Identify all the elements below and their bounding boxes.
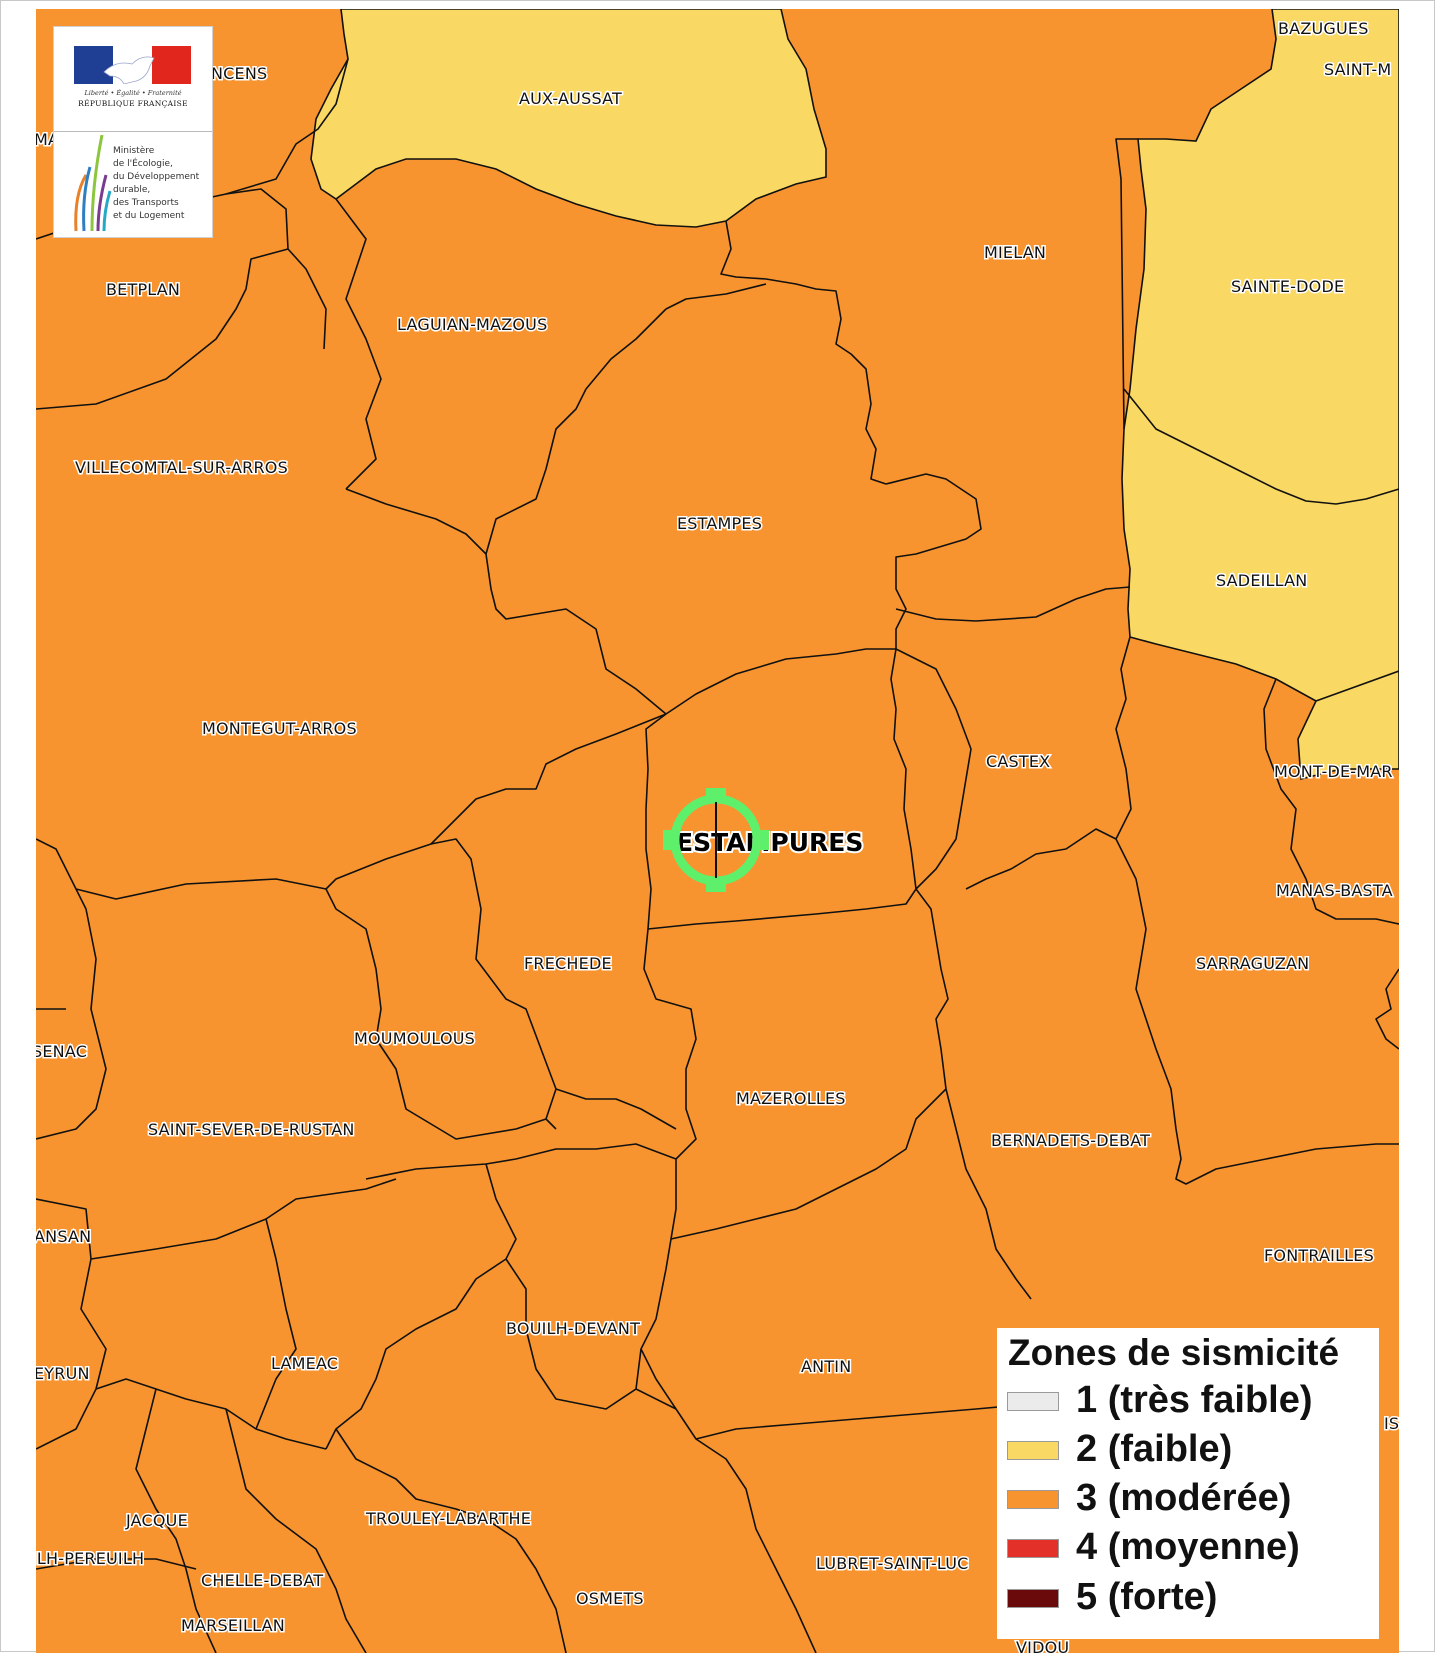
ministry-line: des Transports	[113, 198, 179, 208]
commune-label-ilh-pereuilh: ILH-PEREUILH	[36, 1549, 144, 1568]
seismic-legend: Zones de sismicité 1 (très faible) 2 (fa…	[997, 1328, 1379, 1639]
commune-label-sarraguzan: SARRAGUZAN	[1196, 954, 1309, 973]
ministry-line: et du Logement	[113, 211, 185, 221]
ministry-logo: Liberté • Égalité • Fraternité RÉPUBLIQU…	[53, 26, 213, 238]
ministry-line: durable,	[113, 185, 151, 195]
commune-label-trouley-labarthe: TROULEY-LABARTHE	[365, 1509, 531, 1528]
ministry-line: Ministère	[113, 146, 155, 156]
commune-label-antin: ANTIN	[801, 1357, 851, 1376]
commune-label-villecomtal-sur-arros: VILLECOMTAL-SUR-ARROS	[75, 458, 288, 477]
commune-label-moumoulous: MOUMOULOUS	[354, 1029, 475, 1048]
legend-label: 4 (moyenne)	[1076, 1526, 1300, 1568]
commune-label-lubret-saint-luc: LUBRET-SAINT-LUC	[816, 1554, 968, 1573]
commune-label-lameac: LAMEAC	[271, 1354, 338, 1373]
commune-label-bernadets-debat: BERNADETS-DEBAT	[991, 1131, 1150, 1150]
commune-label-mazerolles: MAZEROLLES	[736, 1089, 846, 1108]
legend-item-zone4: 4 (moyenne)	[1005, 1523, 1375, 1571]
french-flag-icon	[74, 46, 191, 84]
commune-label-ncens: NCENS	[211, 64, 267, 83]
commune-label-castex: CASTEX	[986, 752, 1050, 771]
ministry-line: de l'Écologie,	[113, 159, 173, 169]
legend-item-zone5: 5 (forte)	[1005, 1573, 1375, 1621]
zone2-areas	[310, 9, 1399, 781]
legend-label: 5 (forte)	[1076, 1576, 1218, 1618]
logo-divider	[54, 131, 212, 132]
commune-label-saint-m: SAINT-M	[1324, 60, 1391, 79]
legend-swatch	[1007, 1539, 1059, 1558]
crosshair-target-icon[interactable]	[663, 788, 769, 892]
commune-label-aux-aussat: AUX-AUSSAT	[519, 89, 622, 108]
legend-label: 1 (très faible)	[1076, 1379, 1313, 1421]
commune-label-estampes: ESTAMPES	[677, 514, 762, 533]
legend-swatch	[1007, 1490, 1059, 1509]
commune-label-bouilh-devant: BOUILH-DEVANT	[506, 1319, 640, 1338]
zone2-aux-aussat	[310, 9, 827, 228]
commune-label-sadeillan: SADEILLAN	[1216, 571, 1307, 590]
legend-title: Zones de sismicité	[1008, 1332, 1340, 1373]
commune-label-betplan: BETPLAN	[106, 280, 180, 299]
commune-label-bazugues: BAZUGUES	[1278, 19, 1369, 38]
commune-label-saint-sever-de-rustan: SAINT-SEVER-DE-RUSTAN	[148, 1120, 355, 1139]
commune-label-ansan: ANSAN	[36, 1227, 91, 1246]
commune-label-sainte-dode: SAINTE-DODE	[1231, 277, 1344, 296]
commune-label-vidou: VIDOU	[1016, 1638, 1069, 1653]
legend-item-zone1: 1 (très faible)	[1005, 1376, 1375, 1424]
target-commune-label: ESTAMPURES	[676, 828, 863, 857]
zone2-mont-de-marrast	[1297, 670, 1399, 781]
seismic-zone-map[interactable]: AUX-AUSSAT MIELAN SAINTE-DODE BAZUGUES S…	[36, 9, 1399, 1653]
commune-label-mielan: MIELAN	[984, 243, 1046, 262]
commune-label-manas-bastanous: MANAS-BASTA	[1276, 881, 1393, 900]
legend-swatch	[1007, 1589, 1059, 1608]
commune-label-chelle-debat: CHELLE-DEBAT	[201, 1571, 323, 1590]
ministry-stripes-icon	[74, 135, 112, 232]
commune-label-is: IS	[1384, 1414, 1399, 1433]
legend-swatch	[1007, 1441, 1059, 1460]
commune-label-montegut-arros: MONTEGUT-ARROS	[202, 719, 357, 738]
commune-label-jacque: JACQUE	[125, 1511, 188, 1530]
republic-name: RÉPUBLIQUE FRANÇAISE	[78, 99, 188, 108]
map-canvas[interactable]: AUX-AUSSAT MIELAN SAINTE-DODE BAZUGUES S…	[36, 9, 1399, 1653]
commune-label-mont-de-marrast: MONT-DE-MAR	[1274, 762, 1393, 781]
commune-label-eyrun: EYRUN	[36, 1364, 90, 1383]
commune-label-fontrailles: FONTRAILLES	[1264, 1246, 1374, 1265]
ministry-name: Ministère de l'Écologie, du Développemen…	[113, 145, 209, 223]
commune-label-frechede: FRECHEDE	[524, 954, 612, 973]
legend-label: 2 (faible)	[1076, 1428, 1233, 1470]
commune-label-senac: SENAC	[36, 1042, 87, 1061]
marianne-profile-icon	[103, 56, 155, 84]
commune-label-laguian-mazous: LAGUIAN-MAZOUS	[397, 315, 547, 334]
commune-label-osmets: OSMETS	[576, 1589, 644, 1608]
legend-label: 3 (modérée)	[1076, 1477, 1292, 1519]
ministry-line: du Développement	[113, 172, 200, 182]
republic-motto: Liberté • Égalité • Fraternité	[84, 89, 182, 97]
legend-item-zone3: 3 (modérée)	[1005, 1474, 1375, 1522]
legend-item-zone2: 2 (faible)	[1005, 1425, 1375, 1473]
commune-label-marseillan: MARSEILLAN	[181, 1616, 285, 1635]
legend-swatch	[1007, 1392, 1059, 1411]
commune-labels: AUX-AUSSAT MIELAN SAINTE-DODE BAZUGUES S…	[36, 18, 1399, 1653]
